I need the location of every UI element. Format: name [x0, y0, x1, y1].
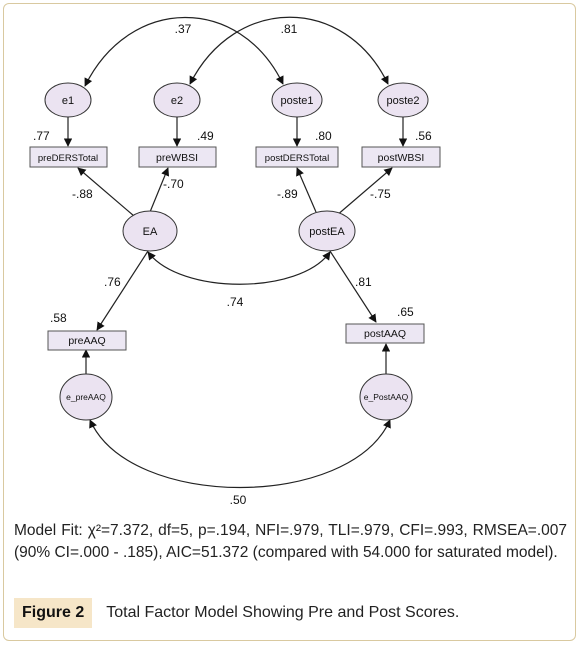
svg-text:e_preAAQ: e_preAAQ — [66, 392, 106, 402]
label-loading-ea-prewbsi: -.70 — [163, 177, 184, 191]
node-postea: postEA — [298, 210, 356, 252]
svg-text:postWBSI: postWBSI — [378, 152, 425, 164]
node-e-preaaq: e_preAAQ — [59, 373, 113, 421]
path-ea-preders — [77, 167, 135, 217]
node-postwbsi: postWBSI — [361, 146, 441, 168]
label-cov-ea-postea: .74 — [227, 295, 244, 309]
node-e-postaaq: e_PostAAQ — [359, 373, 413, 421]
path-postea-postaaq — [329, 250, 377, 323]
label-cov-e1-poste1: .37 — [175, 22, 192, 36]
figure-label: Figure 2 — [14, 598, 93, 628]
label-r2-postaaq: .65 — [397, 305, 414, 319]
cov-arc-e2-poste2 — [189, 16, 389, 85]
label-cov-e2-poste2: .81 — [281, 22, 298, 36]
cov-arc-e1-poste1 — [84, 16, 284, 87]
svg-text:EA: EA — [143, 226, 158, 238]
label-loading-postea-postders: -.89 — [277, 187, 298, 201]
cov-arc-ea-postea — [147, 251, 331, 285]
label-loading-postea-postaaq: .81 — [355, 275, 372, 289]
node-prewbsi: preWBSI — [138, 146, 217, 168]
node-preders: preDERSTotal — [29, 146, 108, 168]
path-postea-postwbsi — [335, 167, 393, 217]
node-e2: e2 — [153, 82, 201, 118]
path-ea-prewbsi — [149, 167, 170, 213]
svg-text:preWBSI: preWBSI — [156, 152, 198, 164]
path-ea-preaaq — [96, 250, 149, 331]
figure-frame — [3, 3, 576, 641]
cov-arc-eaaq — [89, 419, 391, 488]
node-postders: postDERSTotal — [255, 146, 339, 168]
svg-text:postDERSTotal: postDERSTotal — [265, 153, 329, 164]
svg-text:preDERSTotal: preDERSTotal — [38, 153, 98, 164]
label-r2-postwbsi: .56 — [415, 129, 432, 143]
node-e1: e1 — [44, 82, 92, 118]
node-poste2: poste2 — [377, 82, 429, 118]
svg-text:postAAQ: postAAQ — [364, 328, 406, 340]
label-r2-postders: .80 — [315, 129, 332, 143]
svg-text:e_PostAAQ: e_PostAAQ — [364, 392, 409, 402]
svg-text:e1: e1 — [62, 95, 74, 107]
svg-text:preAAQ: preAAQ — [68, 335, 105, 347]
svg-text:poste2: poste2 — [386, 95, 419, 107]
svg-text:postEA: postEA — [309, 226, 345, 238]
label-loading-postea-postwbsi: -.75 — [370, 187, 391, 201]
label-cov-eaaq: .50 — [230, 493, 247, 507]
label-r2-preders: .77 — [33, 129, 50, 143]
node-preaaq: preAAQ — [47, 330, 127, 351]
node-poste1: poste1 — [271, 82, 323, 118]
node-postaaq: postAAQ — [345, 323, 425, 344]
model-fit-text: Model Fit: χ²=7.372, df=5, p=.194, NFI=.… — [14, 522, 567, 561]
svg-text:e2: e2 — [171, 95, 183, 107]
label-r2-prewbsi: .49 — [197, 129, 214, 143]
node-ea: EA — [122, 210, 178, 252]
svg-text:poste1: poste1 — [280, 95, 313, 107]
figure-caption-text: Total Factor Model Showing Pre and Post … — [106, 604, 460, 621]
label-r2-preaaq: .58 — [50, 311, 67, 325]
sem-path-diagram: e1 e2 poste1 poste2 preDERSTotal preWBSI… — [29, 16, 441, 507]
label-loading-ea-preaaq: .76 — [104, 275, 121, 289]
path-postea-postders — [296, 167, 317, 213]
figure-caption: Figure 2 Total Factor Model Showing Pre … — [14, 598, 459, 628]
label-loading-ea-preders: -.88 — [72, 187, 93, 201]
